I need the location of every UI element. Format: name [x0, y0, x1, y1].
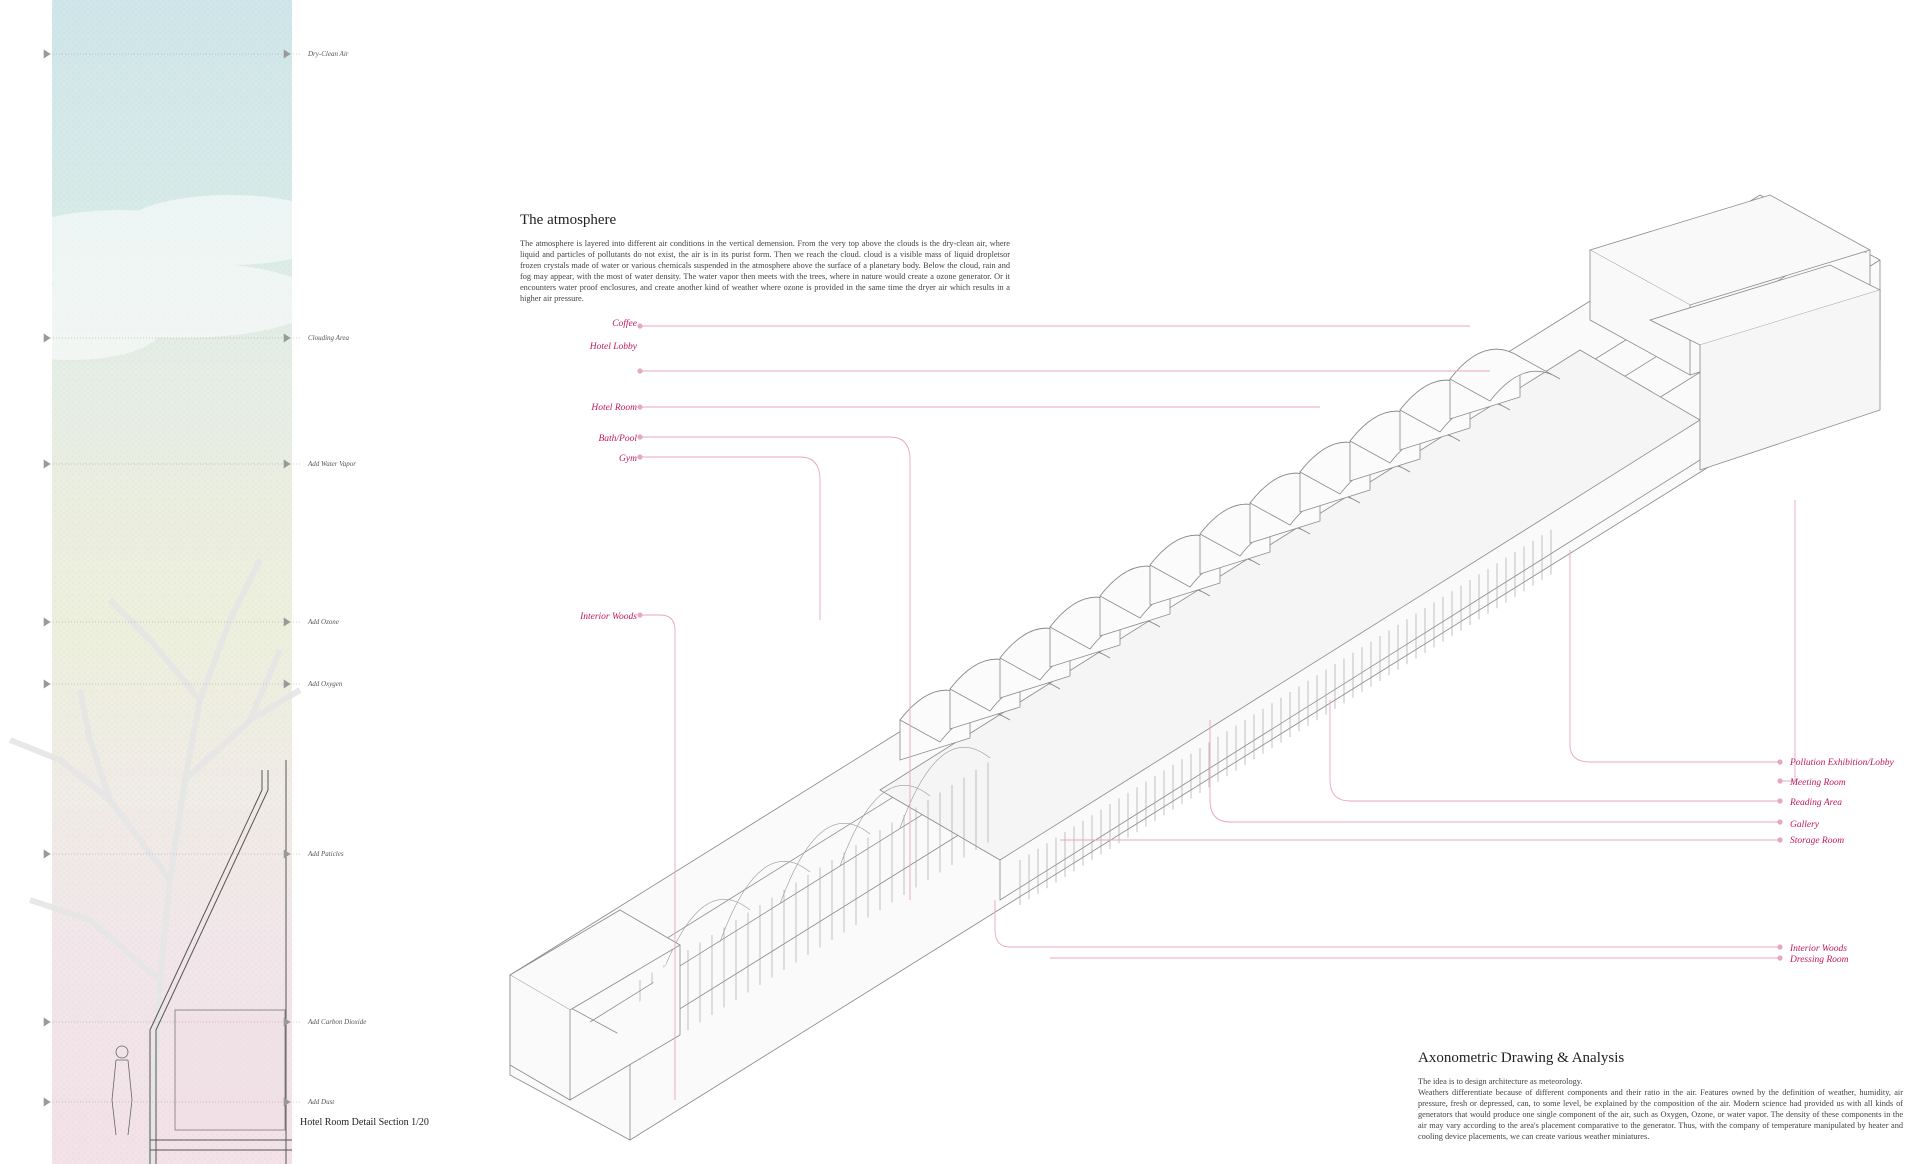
leader-line — [640, 614, 676, 1100]
analysis-title: Axonometric Drawing & Analysis — [1418, 1050, 1625, 1066]
analysis-body: Weathers differentiate because of differ… — [1418, 1088, 1903, 1141]
callout-gym: Gym — [619, 454, 637, 464]
layer-label: Add Ozone — [308, 618, 339, 626]
leader-dot — [637, 368, 643, 374]
callout-bath-pool: Bath/Pool — [598, 434, 637, 444]
leader-dot — [637, 454, 643, 460]
leader-dot — [1777, 778, 1783, 784]
leader-dot — [1777, 759, 1783, 765]
atmosphere-body: The atmosphere is layered into different… — [520, 239, 1010, 303]
layer-marker-left-arrow — [43, 617, 51, 627]
layer-markers — [43, 49, 300, 1107]
layer-label: Add Paticles — [308, 850, 344, 858]
layer-label: Add Carbon Dioxide — [308, 1018, 367, 1026]
leader-line — [640, 456, 821, 620]
leader-dot — [1777, 944, 1783, 950]
callout-gallery: Gallery — [1790, 820, 1820, 830]
layer-marker-left-arrow — [43, 849, 51, 859]
callout-hotel-room: Hotel Room — [591, 403, 637, 413]
layer-marker-left-arrow — [43, 459, 51, 469]
leader-dot — [1777, 819, 1783, 825]
analysis-intro: The idea is to design architecture as me… — [1418, 1077, 1583, 1086]
callout-interior-woods-left: Interior Woods — [580, 612, 637, 622]
callout-reading-area: Reading Area — [1790, 798, 1842, 808]
interior-arch — [839, 785, 931, 867]
human-figure — [111, 1045, 133, 1136]
strip-grain — [52, 0, 292, 1164]
leader-dot — [1777, 955, 1783, 961]
callout-leader-lines — [640, 325, 1796, 1100]
layer-label: Add Water Vapor — [308, 460, 356, 468]
layer-marker-left-arrow — [43, 679, 51, 689]
callout-dressing-room: Dressing Room — [1790, 955, 1849, 965]
layer-label: Dry-Clean Air — [308, 50, 349, 58]
layer-marker-left-arrow — [43, 333, 51, 343]
barrel-vault-rooms — [899, 348, 1561, 761]
leader-dot — [1777, 837, 1783, 843]
leader-line — [1209, 720, 1780, 823]
callout-leader-dots — [637, 323, 1783, 961]
leader-line — [994, 900, 1780, 948]
leader-dot — [1777, 798, 1783, 804]
layer-marker-left-arrow — [43, 49, 51, 59]
leader-dot — [637, 404, 643, 410]
interior-arch — [719, 861, 811, 943]
hotel-room-section — [149, 760, 292, 1164]
interior-arch — [899, 747, 991, 829]
leader-line — [1569, 550, 1780, 763]
leader-line — [1780, 500, 1796, 782]
section-title: Hotel Room Detail Section 1/20 — [300, 1117, 429, 1128]
callout-hotel-lobby: Hotel Lobby — [589, 342, 637, 352]
interior-arch — [659, 899, 751, 981]
right-wing-block — [1588, 194, 1882, 471]
interior-arch — [779, 823, 871, 905]
leader-line — [1329, 700, 1780, 802]
callout-coffee: Coffee — [612, 319, 637, 329]
callout-meeting-room: Meeting Room — [1790, 778, 1846, 788]
callout-pollution-exhibition: Pollution Exhibition/Lobby — [1790, 758, 1894, 768]
axonometric-details — [639, 529, 1552, 1060]
atmosphere-title: The atmosphere — [520, 212, 617, 228]
layer-label: Clouding Area — [308, 334, 350, 342]
left-end-block — [509, 909, 681, 1101]
callout-storage-room: Storage Room — [1790, 836, 1845, 846]
callout-interior-woods-right: Interior Woods — [1790, 944, 1847, 954]
leader-line — [640, 436, 911, 900]
layer-marker-left-arrow — [43, 1017, 51, 1027]
leader-dot — [637, 434, 643, 440]
layer-label: Add Oxygen — [308, 680, 343, 688]
layer-label: Add Dust — [308, 1098, 335, 1106]
vault-room-roof — [1449, 348, 1561, 402]
tree-silhouette — [8, 558, 302, 1164]
cloud-shapes — [0, 195, 340, 360]
leader-dot — [637, 323, 643, 329]
layer-marker-left-arrow — [43, 1097, 51, 1107]
leader-dot — [637, 612, 643, 618]
